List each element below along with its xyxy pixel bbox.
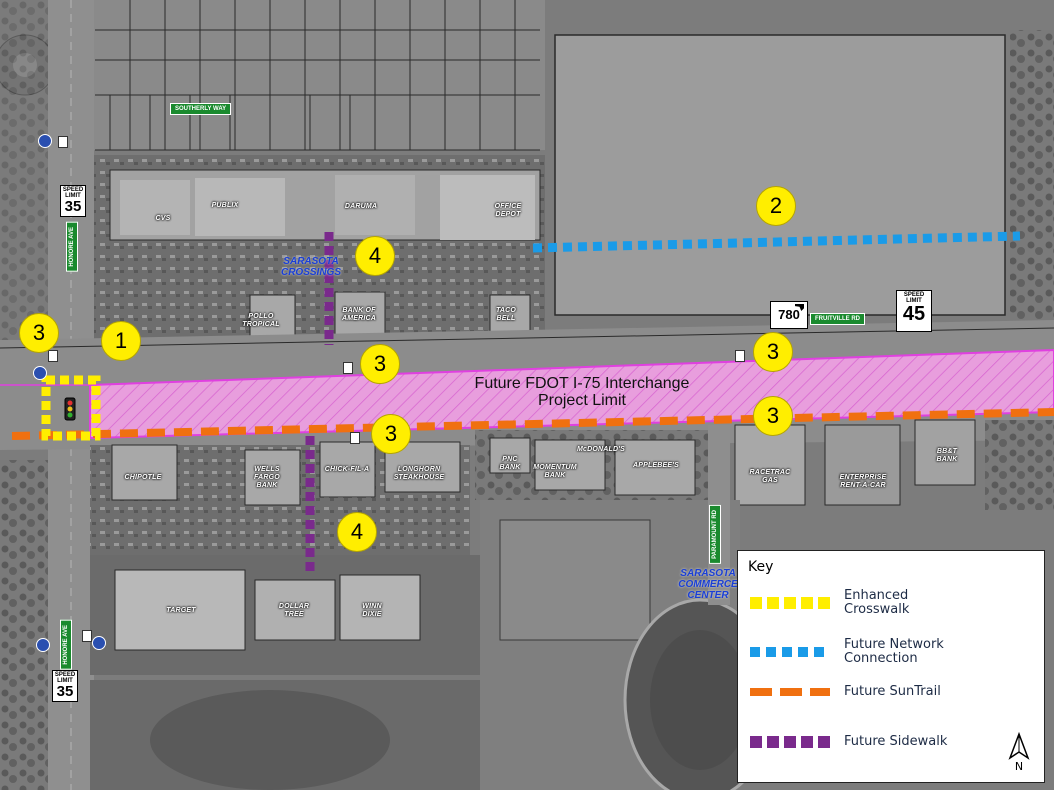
svg-text:N: N xyxy=(1015,760,1023,772)
marker-4-north[interactable]: 4 xyxy=(355,236,395,276)
map-legend: Key Enhanced Crosswalk Future Network Co… xyxy=(737,550,1045,783)
project-limit-label: Future FDOT I-75 Interchange Project Lim… xyxy=(474,375,690,409)
business-label-pollo-tropical: POLLO TROPICAL xyxy=(242,313,280,328)
business-label-chick-fil-a: CHICK-FIL-A xyxy=(324,466,370,473)
marker-3-west[interactable]: 3 xyxy=(19,313,59,353)
legend-swatch-crosswalk xyxy=(750,597,830,609)
legend-swatch-network xyxy=(750,647,830,657)
business-label-target: TARGET xyxy=(166,607,196,614)
label-sarasota-crossings: SARASOTA CROSSINGS xyxy=(280,256,342,278)
marker-3-center-north[interactable]: 3 xyxy=(360,344,400,384)
business-label-cvs: CVS xyxy=(155,215,171,222)
marker-3-east-north[interactable]: 3 xyxy=(753,332,793,372)
marker-3-center-south[interactable]: 3 xyxy=(371,414,411,454)
business-label-longhorn: LONGHORN STEAKHOUSE xyxy=(393,466,445,481)
business-label-publix: PUBLIX xyxy=(211,202,239,209)
speed-limit-sign-45: SPEED LIMIT 45 xyxy=(896,290,932,332)
street-sign-southerly-way: SOUTHERLY WAY xyxy=(170,103,232,115)
route-shield-icon xyxy=(92,636,106,650)
business-label-bbt-bank: BB&T BANK xyxy=(936,448,958,463)
legend-item-sidewalk: Future Sidewalk xyxy=(750,735,947,749)
marker-1[interactable]: 1 xyxy=(101,321,141,361)
street-sign-fruitville-rd: FRUITVILLE RD xyxy=(810,313,865,325)
sign-icon xyxy=(350,432,360,444)
sign-icon xyxy=(343,362,353,374)
legend-swatch-sidewalk xyxy=(750,736,830,748)
business-label-dollar-tree: DOLLAR TREE xyxy=(278,603,310,618)
business-label-applebees: APPLEBEE'S xyxy=(632,462,680,469)
marker-2[interactable]: 2 xyxy=(756,186,796,226)
business-label-office-depot: OFFICE DEPOT xyxy=(494,203,522,218)
speed-limit-sign-south: SPEED LIMIT 35 xyxy=(52,670,78,702)
label-sarasota-commerce-center: SARASOTA COMMERCE CENTER xyxy=(678,568,738,601)
business-label-taco-bell: TACO BELL xyxy=(495,307,517,322)
route-shield-icon xyxy=(36,638,50,652)
legend-swatch-suntrail xyxy=(750,688,830,696)
business-label-winn-dixie: WINN DIXIE xyxy=(362,603,382,618)
sign-icon xyxy=(82,630,92,642)
marker-4-south[interactable]: 4 xyxy=(337,512,377,552)
street-sign-honore-ave-south: HONORE AVE xyxy=(60,620,72,670)
business-label-pnc-bank: PNC BANK xyxy=(499,456,521,471)
business-label-momentum-bank: MOMENTUM BANK xyxy=(533,464,577,479)
business-label-daruma: DARUMA xyxy=(344,203,378,210)
business-label-chipotle: CHIPOTLE xyxy=(124,474,162,481)
legend-item-suntrail: Future SunTrail xyxy=(750,685,941,699)
north-arrow-icon: N xyxy=(1008,732,1030,772)
business-label-mcdonalds: McDONALD'S xyxy=(577,446,625,453)
legend-item-network-connection: Future Network Connection xyxy=(750,638,944,666)
route-shield-icon xyxy=(38,134,52,148)
business-label-bank-of-america: BANK OF AMERICA xyxy=(341,307,377,322)
marker-3-east-south[interactable]: 3 xyxy=(753,396,793,436)
street-sign-honore-ave-north: HONORE AVE xyxy=(66,222,78,272)
sign-icon xyxy=(48,350,58,362)
street-sign-paramount-rd: PARAMOUNT RD xyxy=(709,505,721,564)
route-shield-icon xyxy=(33,366,47,380)
speed-limit-sign-north: SPEED LIMIT 35 xyxy=(60,185,86,217)
legend-title: Key xyxy=(748,559,774,575)
business-label-wells-fargo: WELLS FARGO BANK xyxy=(254,466,280,489)
highway-780-shield: 780 xyxy=(770,301,808,329)
sign-icon xyxy=(58,136,68,148)
legend-item-enhanced-crosswalk: Enhanced Crosswalk xyxy=(750,589,909,617)
business-label-racetrac: RACETRAC GAS xyxy=(749,469,791,484)
sign-icon xyxy=(735,350,745,362)
business-label-enterprise: ENTERPRISE RENT-A-CAR xyxy=(839,474,887,489)
